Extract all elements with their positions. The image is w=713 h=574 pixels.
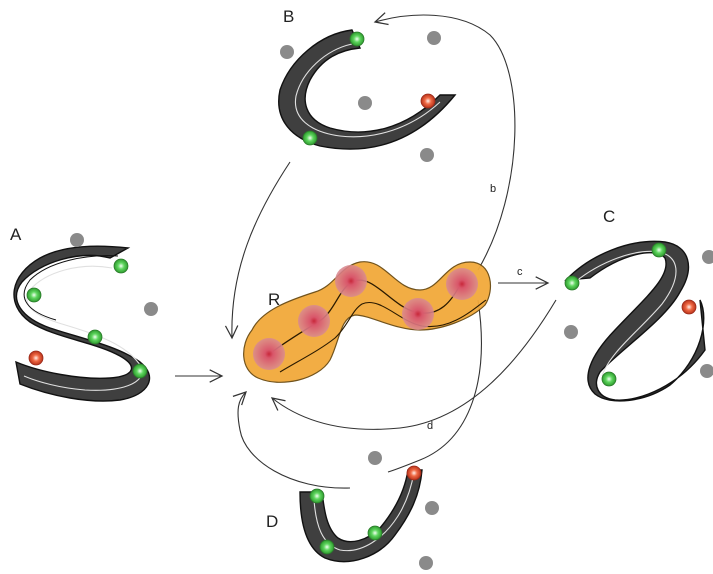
arrows-layer <box>175 15 556 488</box>
panel-label-b: B <box>283 7 294 26</box>
ribbon-c <box>566 241 705 401</box>
gray-dot <box>564 325 578 339</box>
gray-dot <box>70 233 84 247</box>
panel-label-d: D <box>266 512 278 531</box>
gray-dot <box>358 96 372 110</box>
green-marker <box>88 330 102 344</box>
green-marker <box>27 288 41 302</box>
binding-site <box>298 305 330 337</box>
ribbon-a <box>14 246 150 401</box>
green-marker <box>133 364 147 378</box>
green-marker <box>652 243 666 257</box>
binding-site <box>335 265 367 297</box>
panel-d: D <box>266 451 439 570</box>
red-marker <box>421 94 435 108</box>
green-marker <box>303 131 317 145</box>
panel-b: B <box>279 7 455 162</box>
arrow-r-to-b <box>375 15 515 270</box>
red-marker <box>682 300 696 314</box>
binding-site <box>253 338 285 370</box>
green-marker <box>368 526 382 540</box>
gray-dot <box>702 250 713 264</box>
panel-a: A <box>10 225 158 401</box>
binding-site <box>446 268 478 300</box>
green-marker <box>565 276 579 290</box>
panel-c: C <box>564 207 713 401</box>
green-marker <box>350 32 364 46</box>
green-marker <box>320 540 334 554</box>
arrow-d-to-r <box>238 392 350 488</box>
red-marker <box>29 351 43 365</box>
gray-dot <box>368 451 382 465</box>
panel-label-c: C <box>603 207 615 226</box>
gray-dot <box>427 31 441 45</box>
green-marker <box>602 372 616 386</box>
ribbon-b <box>279 30 455 149</box>
gray-dot <box>425 501 439 515</box>
panel-r: R <box>244 262 491 383</box>
red-marker <box>407 466 421 480</box>
arrow-label-c: c <box>517 266 523 278</box>
green-marker <box>114 259 128 273</box>
gray-dot <box>420 148 434 162</box>
green-marker <box>310 489 324 503</box>
gray-dot <box>700 364 713 378</box>
binding-site <box>402 298 434 330</box>
gray-dot <box>419 556 433 570</box>
gray-dot <box>280 45 294 59</box>
arrow-label-d: d <box>427 420 433 432</box>
gray-dot <box>144 302 158 316</box>
arrow-label-b: b <box>490 183 496 195</box>
panel-label-a: A <box>10 225 22 244</box>
